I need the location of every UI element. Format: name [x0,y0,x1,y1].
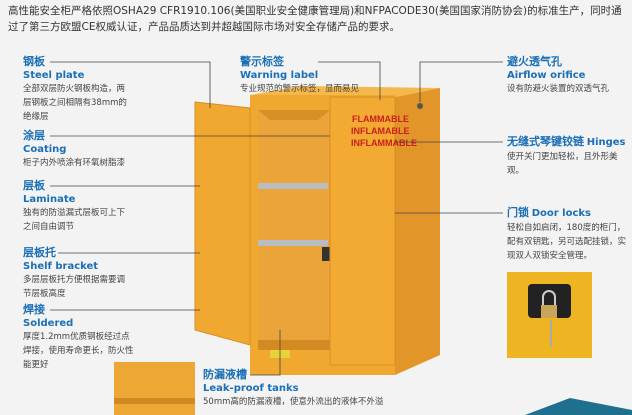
left-door [194,101,251,346]
cabinet-side [395,88,440,375]
right-door [329,96,396,366]
cabinet-detail-photo [114,362,195,415]
leader-lines [50,61,503,376]
label-flammable: FLAMMABLE [352,114,409,124]
blue-cabinet-photo [525,398,632,415]
intro-text: 高性能安全柜严格依照OSHA29 CFR1910.106(美国职业安全健康管理局… [8,5,622,33]
padlock-icon [541,305,557,318]
label-inflamable: INFLAMABLE [351,126,410,136]
shelf [258,183,328,189]
shelf [258,240,328,246]
label-inflammable: INFLAMMABLE [351,138,417,148]
lock-icon [322,247,330,261]
cabinet-interior [258,110,330,350]
airflow-vent-icon [417,103,423,109]
